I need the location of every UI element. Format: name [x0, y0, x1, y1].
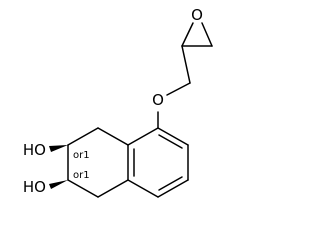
wedge-bond-lower-oh — [49, 180, 68, 189]
bond-c4-c8a — [97, 179, 129, 198]
bond-epoxide-c2-o — [201, 22, 213, 47]
stereo-label-upper: or1 — [73, 150, 90, 161]
saturated-ring — [67, 127, 129, 198]
bond-ar-c4a-c5 — [127, 127, 159, 146]
bond-epoxide-c1-o — [181, 22, 194, 47]
hydroxyl-upper-label: HO — [23, 141, 46, 159]
bond-ar-c7-c8 — [157, 179, 189, 198]
hydroxyl-lower-label: HO — [23, 178, 46, 196]
epoxide-oxygen-label: O — [191, 6, 203, 24]
epoxide-ring: O — [181, 6, 213, 47]
bond-c1-c2 — [67, 127, 99, 146]
wedge-bond-upper-oh — [49, 145, 68, 152]
structure-drawing: O O — [23, 6, 213, 198]
stereo-label-lower: or1 — [73, 170, 90, 181]
double-bond-c7-c8 — [158, 176, 183, 191]
double-bond-c5-c6 — [158, 134, 183, 149]
bond-epoxide-ch2 — [181, 45, 191, 84]
bond-c4a-c1 — [97, 127, 129, 146]
ether-oxygen-label: O — [152, 91, 164, 109]
bond-ar-c8-c8a — [127, 179, 159, 198]
aromatic-ring — [127, 127, 189, 198]
bond-c3-c4 — [67, 179, 99, 198]
linker-chain: O — [152, 45, 191, 129]
bond-ch2-ether-o — [166, 82, 191, 96]
bond-ar-c5-c6 — [157, 127, 189, 146]
molecule-canvas: O O — [22, 6, 213, 198]
